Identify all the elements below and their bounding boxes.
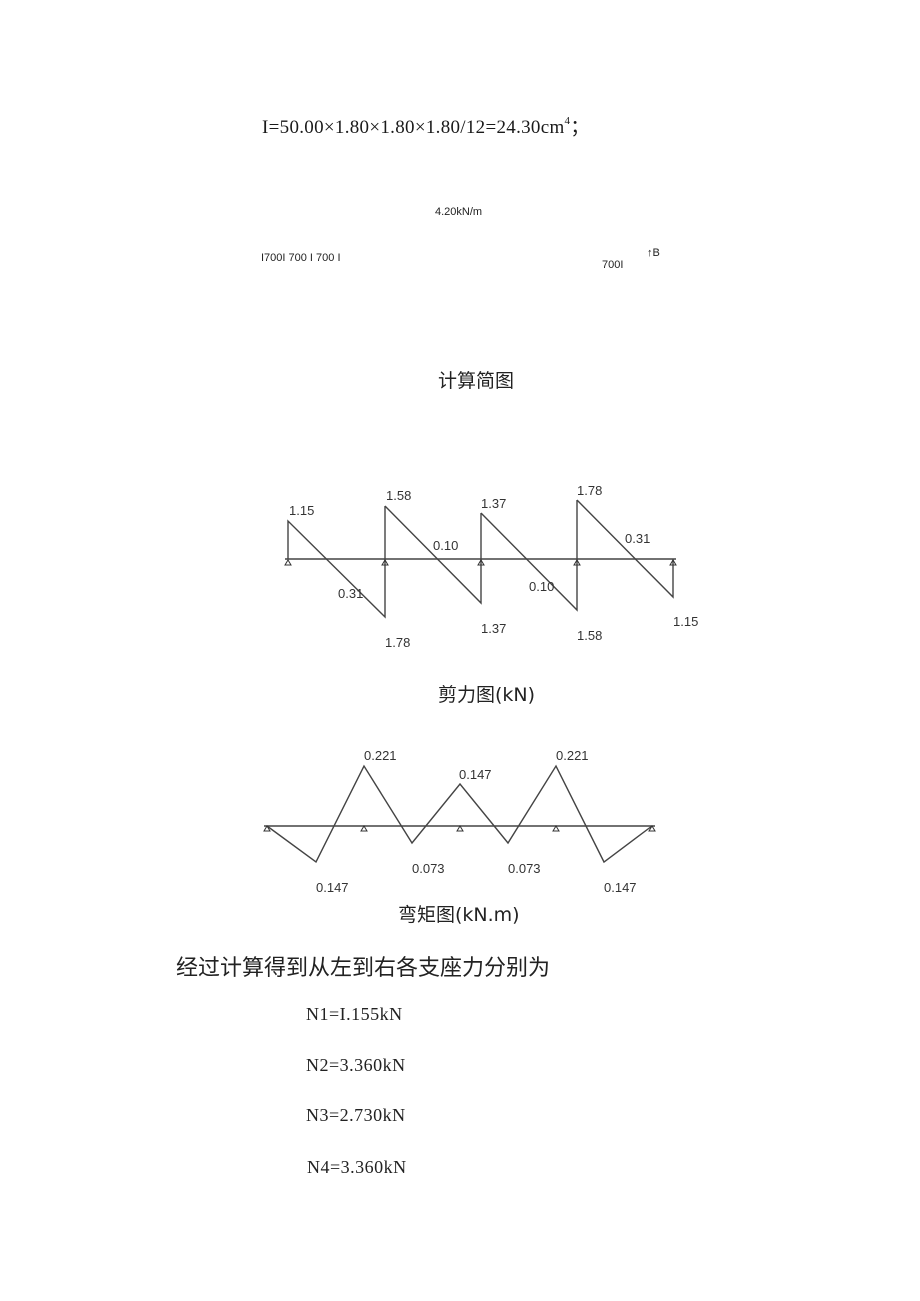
- shear-label: 1.37: [481, 496, 506, 511]
- shear-label: 1.15: [289, 503, 314, 518]
- shear-diagram-caption: 剪力图(kN): [438, 684, 536, 706]
- shear-label: 1.15: [673, 614, 698, 629]
- support-icon: [284, 559, 292, 566]
- end-label-b: ↑B: [647, 247, 660, 259]
- shear-span-3: [480, 500, 578, 612]
- shear-label: 1.58: [386, 488, 411, 503]
- support-icon: [573, 559, 581, 566]
- calc-sketch-caption: 计算简图: [438, 370, 515, 392]
- formula-text: I=50.00×1.80×1.80×1.80/12=24.30cm: [262, 117, 565, 138]
- formula-suffix: ；: [570, 117, 590, 138]
- moment-label: 0.147: [604, 880, 637, 895]
- support-icon: [456, 825, 464, 832]
- shear-label: 0.10: [529, 579, 554, 594]
- reaction-n1: N1=I.155kN: [306, 1004, 403, 1024]
- moment-label: 0.147: [316, 880, 349, 895]
- support-icon: [669, 559, 677, 566]
- span-label-right: 700I: [602, 259, 624, 271]
- moment-label: 0.221: [556, 748, 589, 763]
- support-icon: [381, 559, 389, 566]
- support-icon: [648, 825, 656, 832]
- shear-label: 1.78: [577, 483, 602, 498]
- shear-label: 1.37: [481, 621, 506, 636]
- support-icon: [360, 825, 368, 832]
- conclusion-text: 经过计算得到从左到右各支座力分别为: [176, 956, 551, 981]
- moment-curve: [266, 764, 653, 864]
- moment-of-inertia-formula: I=50.00×1.80×1.80×1.80/12=24.30cm4；: [262, 112, 590, 139]
- moment-label: 0.073: [508, 861, 541, 876]
- shear-label: 0.31: [338, 586, 363, 601]
- span-labels-left: I700I 700 I 700 I: [261, 252, 341, 264]
- moment-label: 0.147: [459, 767, 492, 782]
- moment-label: 0.073: [412, 861, 445, 876]
- formula-superscript: 4: [564, 115, 571, 127]
- shear-label: 1.78: [385, 635, 410, 650]
- reaction-n4: N4=3.360kN: [307, 1157, 407, 1177]
- load-label: 4.20kN/m: [435, 206, 483, 218]
- reaction-n3: N3=2.730kN: [306, 1105, 406, 1125]
- moment-label: 0.221: [364, 748, 397, 763]
- shear-span-2: [384, 505, 482, 605]
- support-icon: [477, 559, 485, 566]
- support-icon: [263, 825, 271, 832]
- reaction-n2: N2=3.360kN: [306, 1055, 406, 1075]
- shear-label: 0.31: [625, 531, 650, 546]
- support-icon: [552, 825, 560, 832]
- moment-diagram-caption: 弯矩图(kN.m): [398, 904, 520, 926]
- shear-span-1: [287, 506, 386, 619]
- shear-label: 0.10: [433, 538, 458, 553]
- shear-label: 1.58: [577, 628, 602, 643]
- shear-span-4: [576, 499, 674, 599]
